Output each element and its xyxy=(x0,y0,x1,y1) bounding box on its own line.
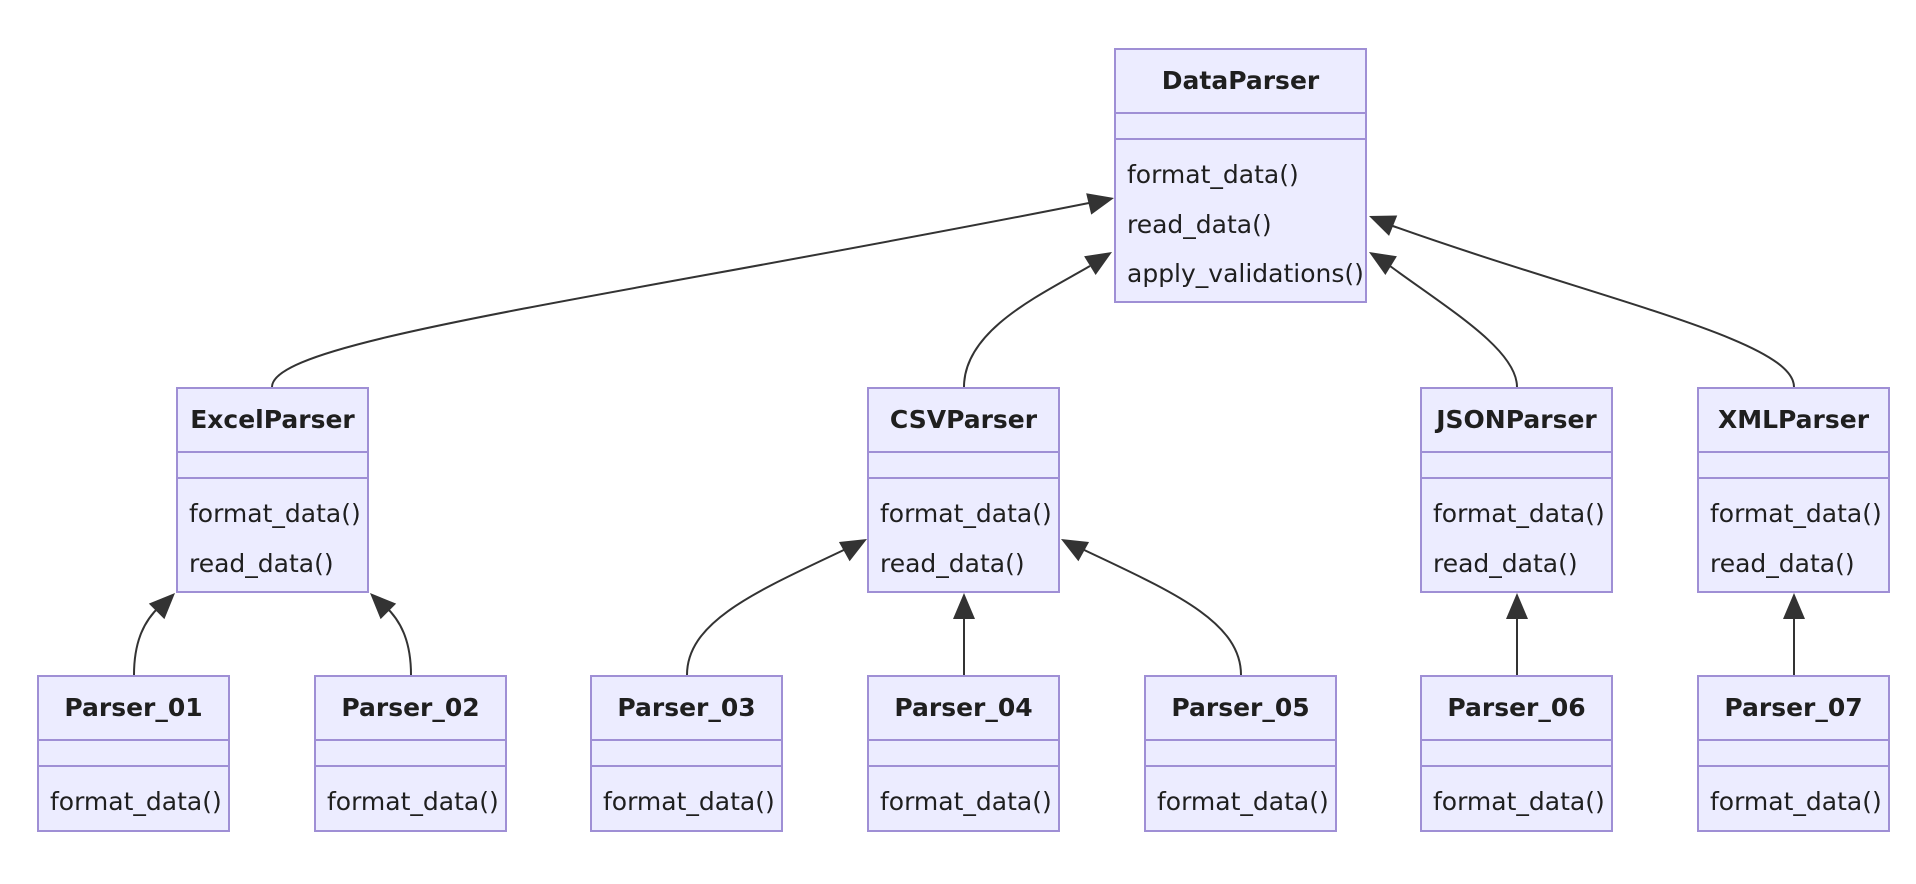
inheritance-edge-parser-01-to-excelparser xyxy=(133,593,175,676)
class-methods-section: format_data() read_data() xyxy=(869,479,1058,588)
class-attributes-section xyxy=(869,453,1058,479)
class-box-excelparser: ExcelParser format_data() read_data() xyxy=(176,387,369,593)
inheritance-arrowhead-icon xyxy=(838,539,867,562)
class-name: DataParser xyxy=(1116,50,1365,114)
class-box-parser-06: Parser_06 format_data() xyxy=(1420,675,1613,832)
inheritance-edge-jsonparser-to-dataparser xyxy=(1369,252,1518,388)
class-attributes-section xyxy=(178,453,367,479)
class-method: format_data() xyxy=(1710,787,1882,816)
class-method: format_data() xyxy=(1433,499,1605,528)
class-method: read_data() xyxy=(1710,548,1855,578)
edge-line xyxy=(1079,547,1242,676)
class-method: read_data() xyxy=(1127,209,1272,239)
class-method: format_data() xyxy=(603,787,775,816)
edge-line xyxy=(133,605,161,676)
class-box-jsonparser: JSONParser format_data() read_data() xyxy=(1420,387,1613,593)
edge-line xyxy=(963,265,1091,388)
class-methods-section: format_data() xyxy=(1422,767,1611,827)
class-attributes-section xyxy=(1699,453,1888,479)
class-methods-section: format_data() read_data() xyxy=(1699,479,1888,588)
inheritance-edge-excelparser-to-dataparser xyxy=(271,193,1114,388)
class-methods-section: format_data() xyxy=(1699,767,1888,827)
inheritance-arrowhead-icon xyxy=(1084,252,1112,275)
class-name: CSVParser xyxy=(869,389,1058,453)
inheritance-edge-parser-02-to-excelparser xyxy=(370,593,412,676)
inheritance-arrowhead-icon xyxy=(1369,215,1398,236)
inheritance-edge-parser-07-to-xmlparser xyxy=(1783,593,1805,675)
class-attributes-section xyxy=(1699,741,1888,767)
class-methods-section: format_data() xyxy=(1146,767,1335,827)
inheritance-edge-parser-03-to-csvparser xyxy=(686,539,867,676)
class-box-parser-02: Parser_02 format_data() xyxy=(314,675,507,832)
class-box-parser-01: Parser_01 format_data() xyxy=(37,675,230,832)
edge-line xyxy=(384,605,412,676)
class-box-parser-03: Parser_03 format_data() xyxy=(590,675,783,832)
class-name: ExcelParser xyxy=(178,389,367,453)
inheritance-arrowhead-icon xyxy=(1061,539,1090,562)
inheritance-edge-parser-06-to-jsonparser xyxy=(1506,593,1528,675)
inheritance-edge-xmlparser-to-dataparser xyxy=(1369,215,1795,388)
class-methods-section: format_data() xyxy=(316,767,505,827)
inheritance-arrowhead-icon xyxy=(1783,593,1805,619)
class-methods-section: format_data() read_data() apply_validation… xyxy=(1116,140,1365,299)
class-method: format_data() xyxy=(1433,787,1605,816)
edge-line xyxy=(686,547,849,676)
class-method: format_data() xyxy=(1157,787,1329,816)
class-name: XMLParser xyxy=(1699,389,1888,453)
inheritance-edge-parser-05-to-csvparser xyxy=(1061,539,1242,676)
edge-line xyxy=(1389,265,1518,388)
class-attributes-section xyxy=(1422,741,1611,767)
class-attributes-section xyxy=(1146,741,1335,767)
class-attributes-section xyxy=(39,741,228,767)
class-name: Parser_06 xyxy=(1422,677,1611,741)
class-method: read_data() xyxy=(1433,548,1578,578)
class-method: read_data() xyxy=(189,548,334,578)
edge-line xyxy=(271,201,1095,388)
class-attributes-section xyxy=(316,741,505,767)
class-name: Parser_03 xyxy=(592,677,781,741)
class-method: apply_validations() xyxy=(1127,259,1364,288)
class-box-parser-05: Parser_05 format_data() xyxy=(1144,675,1337,832)
class-methods-section: format_data() xyxy=(39,767,228,827)
class-method: format_data() xyxy=(327,787,499,816)
class-method: format_data() xyxy=(880,499,1052,528)
class-method: format_data() xyxy=(1710,499,1882,528)
class-methods-section: format_data() xyxy=(869,767,1058,827)
inheritance-arrowhead-icon xyxy=(148,593,175,620)
class-name: Parser_02 xyxy=(316,677,505,741)
class-name: JSONParser xyxy=(1422,389,1611,453)
class-methods-section: format_data() read_data() xyxy=(1422,479,1611,588)
class-name: Parser_05 xyxy=(1146,677,1335,741)
class-attributes-section xyxy=(1116,114,1365,140)
class-method: read_data() xyxy=(880,548,1025,578)
class-method: format_data() xyxy=(1127,160,1299,189)
inheritance-edge-parser-04-to-csvparser xyxy=(953,593,975,675)
class-methods-section: format_data() read_data() xyxy=(178,479,367,588)
class-attributes-section xyxy=(869,741,1058,767)
class-method: format_data() xyxy=(50,787,222,816)
class-attributes-section xyxy=(1422,453,1611,479)
inheritance-arrowhead-icon xyxy=(1369,252,1397,275)
inheritance-arrowhead-icon xyxy=(1506,593,1528,619)
class-method: format_data() xyxy=(189,499,361,528)
inheritance-arrowhead-icon xyxy=(953,593,975,619)
class-name: Parser_07 xyxy=(1699,677,1888,741)
edge-line xyxy=(1389,224,1795,388)
inheritance-arrowhead-icon xyxy=(1086,193,1114,215)
class-box-xmlparser: XMLParser format_data() read_data() xyxy=(1697,387,1890,593)
class-box-parser-04: Parser_04 format_data() xyxy=(867,675,1060,832)
class-methods-section: format_data() xyxy=(592,767,781,827)
inheritance-arrowhead-icon xyxy=(370,593,397,620)
class-name: Parser_01 xyxy=(39,677,228,741)
class-box-parser-07: Parser_07 format_data() xyxy=(1697,675,1890,832)
class-name: Parser_04 xyxy=(869,677,1058,741)
class-box-dataparser: DataParser format_data() read_data() apply_… xyxy=(1114,48,1367,303)
class-attributes-section xyxy=(592,741,781,767)
inheritance-edge-csvparser-to-dataparser xyxy=(963,252,1112,388)
class-box-csvparser: CSVParser format_data() read_data() xyxy=(867,387,1060,593)
class-method: format_data() xyxy=(880,787,1052,816)
